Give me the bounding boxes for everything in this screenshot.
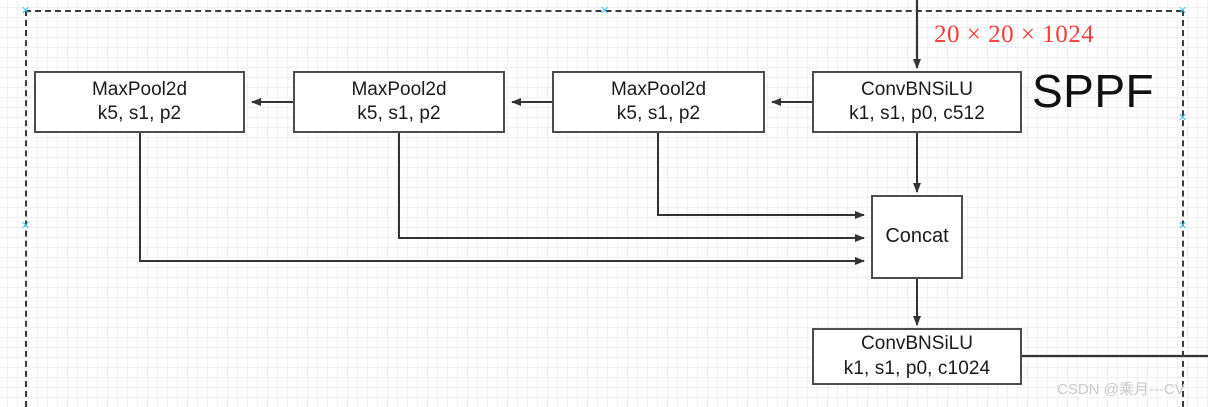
tensor-shape-label: 20 × 20 × 1024 — [934, 21, 1095, 48]
node-convbnsilu-top[interactable]: ConvBNSiLU k1, s1, p0, c512 — [812, 71, 1022, 133]
selection-border-left — [25, 10, 27, 407]
module-title-sppf: SPPF — [1032, 65, 1155, 117]
node-maxpool-1[interactable]: MaxPool2d k5, s1, p2 — [34, 71, 245, 133]
selection-handle-right-lower[interactable]: ✕ — [1178, 219, 1188, 232]
node-maxpool-1-title: MaxPool2d — [91, 78, 188, 100]
node-concat[interactable]: Concat — [871, 195, 963, 279]
edge-maxpool3-to-concat — [657, 133, 865, 219]
selection-handle-top-left[interactable]: ✕ — [21, 4, 31, 17]
node-maxpool-3-params: k5, s1, p2 — [616, 103, 701, 124]
node-maxpool-2-title: MaxPool2d — [351, 78, 447, 100]
node-maxpool-2[interactable]: MaxPool2d k5, s1, p2 — [293, 71, 505, 133]
node-convbnsilu-bottom-title: ConvBNSiLU — [861, 333, 973, 355]
edge-maxpool1-to-concat — [139, 133, 865, 265]
watermark-text: CSDN @乘月---CV — [1057, 381, 1185, 398]
node-convbnsilu-top-params: k1, s1, p0, c512 — [849, 103, 985, 124]
node-maxpool-1-params: k5, s1, p2 — [97, 103, 182, 124]
selection-border-right — [1182, 10, 1184, 407]
selection-handle-middle-right[interactable]: ✕ — [1178, 111, 1188, 124]
node-maxpool-3-title: MaxPool2d — [610, 78, 707, 100]
node-maxpool-3[interactable]: MaxPool2d k5, s1, p2 — [552, 71, 765, 133]
selection-border-top — [25, 10, 1182, 12]
selection-handle-middle-left[interactable]: ✕ — [21, 219, 31, 232]
node-convbnsilu-bottom[interactable]: ConvBNSiLU k1, s1, p0, c1024 — [812, 328, 1022, 385]
node-convbnsilu-bottom-params: k1, s1, p0, c1024 — [843, 357, 991, 379]
selection-handle-top-right[interactable]: ✕ — [1178, 4, 1188, 17]
node-concat-title: Concat — [885, 225, 949, 248]
edge-maxpool2-to-concat — [398, 133, 865, 242]
node-maxpool-2-params: k5, s1, p2 — [357, 103, 441, 124]
selection-handle-top-center[interactable]: ✕ — [600, 4, 610, 17]
node-convbnsilu-top-title: ConvBNSiLU — [861, 78, 973, 100]
